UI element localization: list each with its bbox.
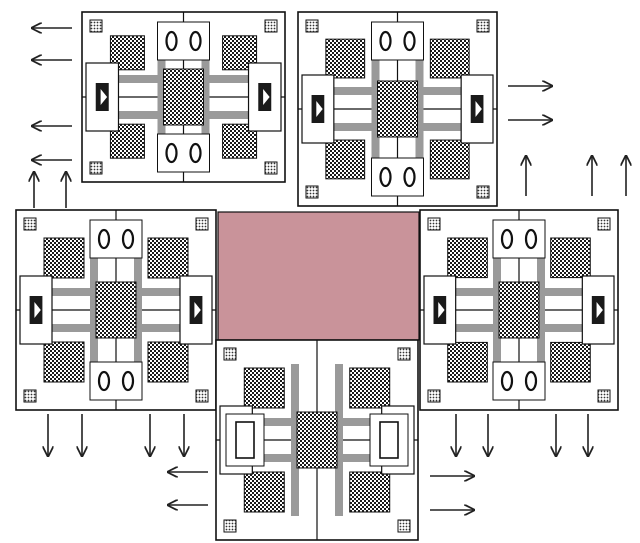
furniture — [223, 347, 237, 361]
fixture-oval — [97, 370, 111, 392]
fixture-cell — [89, 361, 143, 401]
module-core — [377, 80, 418, 138]
furniture — [427, 389, 441, 403]
furniture — [476, 185, 490, 199]
furniture — [427, 217, 441, 231]
furniture — [305, 185, 319, 199]
fixture-rect — [235, 421, 255, 459]
hatched-block — [43, 237, 85, 279]
corridor — [537, 234, 545, 386]
furniture — [397, 347, 411, 361]
wing-fixture-arrow — [475, 101, 482, 117]
module-core — [296, 411, 338, 469]
wing-fixture-arrow — [316, 101, 323, 117]
furniture — [195, 389, 209, 403]
fixture-cell — [371, 157, 424, 197]
furniture — [223, 519, 237, 533]
furniture — [476, 19, 490, 33]
furniture — [597, 217, 611, 231]
module-core — [498, 281, 540, 339]
wing-fixture-arrow — [438, 302, 445, 318]
fixture-cell — [89, 219, 143, 259]
corridor — [291, 364, 299, 516]
corridor — [134, 234, 142, 386]
wing-fixture-arrow — [100, 89, 108, 105]
hatched-block — [550, 237, 591, 279]
furniture — [89, 161, 103, 175]
hatched-block — [147, 341, 189, 383]
fixture-rect — [379, 421, 399, 459]
hatched-block — [243, 367, 285, 409]
furniture — [264, 161, 278, 175]
furniture — [305, 19, 319, 33]
hatched-block — [349, 471, 391, 513]
hatched-block — [43, 341, 85, 383]
hatched-block — [429, 139, 470, 180]
module-middle-left — [15, 209, 217, 411]
module-top-left — [81, 11, 286, 183]
hatched-block — [349, 367, 391, 409]
module-core — [95, 281, 137, 339]
corridor — [335, 364, 343, 516]
fixture-oval — [500, 370, 514, 392]
hatched-block — [147, 237, 189, 279]
fixture-oval — [500, 228, 514, 250]
fixture-oval — [403, 30, 416, 52]
hatched-block — [325, 38, 366, 79]
fixture-cell — [157, 133, 210, 173]
fixture-oval — [165, 142, 178, 164]
fixture-oval — [379, 166, 392, 188]
hatched-block — [447, 237, 488, 279]
hatched-block — [243, 471, 285, 513]
corridor — [157, 32, 166, 162]
wing-fixture-arrow — [263, 89, 270, 105]
corridor — [201, 32, 210, 162]
fixture-cell — [492, 361, 546, 401]
corridor — [493, 234, 501, 386]
module-middle-right — [419, 209, 619, 411]
corridor — [371, 35, 380, 183]
furniture — [23, 389, 37, 403]
wing-fixture-arrow — [34, 302, 41, 318]
fixture-oval — [379, 30, 392, 52]
hatched-block — [550, 341, 591, 383]
fixture-oval — [524, 370, 538, 392]
hatched-block — [447, 341, 488, 383]
hatched-block — [429, 38, 470, 79]
furniture — [89, 19, 103, 33]
fixture-oval — [524, 228, 538, 250]
furniture — [397, 519, 411, 533]
hatched-block — [325, 139, 366, 180]
fixture-oval — [121, 370, 135, 392]
fixture-oval — [189, 142, 202, 164]
fixture-oval — [403, 166, 416, 188]
wing-fixture-arrow — [596, 302, 603, 318]
module-bottom-center — [215, 339, 419, 541]
module-core — [163, 68, 204, 126]
furniture — [264, 19, 278, 33]
fixture-cell — [492, 219, 546, 259]
furniture — [195, 217, 209, 231]
wing-fixture-arrow — [194, 302, 201, 318]
corridor — [415, 35, 424, 183]
fixture-oval — [121, 228, 135, 250]
fixture-oval — [97, 228, 111, 250]
furniture — [23, 217, 37, 231]
module-top-right — [297, 11, 498, 207]
fixture-oval — [189, 30, 202, 52]
fixture-cell — [371, 21, 424, 61]
furniture — [597, 389, 611, 403]
fixture-oval — [165, 30, 178, 52]
corridor — [90, 234, 98, 386]
central-plaza — [217, 211, 420, 341]
fixture-cell — [157, 21, 210, 61]
